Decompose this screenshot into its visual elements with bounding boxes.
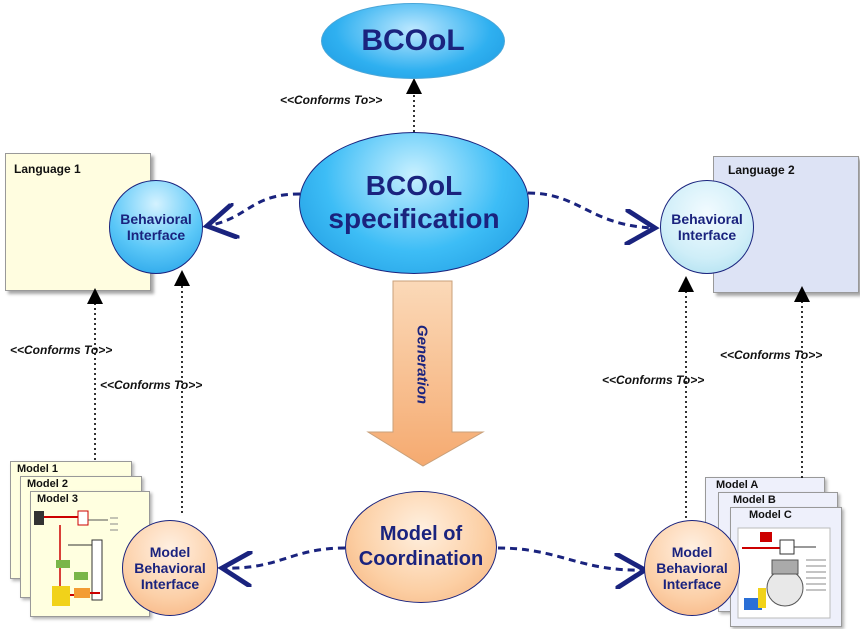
bi-right-line2: Interface xyxy=(677,227,737,243)
conforms-label-top: <<Conforms To>> xyxy=(280,93,383,107)
generation-label: Generation xyxy=(413,324,431,405)
model-1-title: Model 1 xyxy=(17,463,58,475)
model-a-title: Model A xyxy=(716,479,759,491)
mbi-right-line2: Behavioral xyxy=(656,560,728,576)
model-b-title: Model B xyxy=(733,494,776,506)
bcool-label: BCOoL xyxy=(361,24,465,57)
bcool-specification: BCOoL specification xyxy=(299,132,529,274)
conforms-label-right-bi: <<Conforms To>> xyxy=(602,373,705,387)
link-coord-to-mbi-right xyxy=(497,546,645,570)
model-c-title: Model C xyxy=(749,509,792,521)
link-spec-to-bi-left xyxy=(207,192,301,226)
language-1-behavioral-interface: Behavioral Interface xyxy=(109,180,203,274)
model-2-title: Model 2 xyxy=(27,478,68,490)
spec-line2: specification xyxy=(328,203,500,234)
bi-right-line1: Behavioral xyxy=(671,211,743,227)
generation-arrow xyxy=(366,280,485,467)
model-behavioral-interface-right: Model Behavioral Interface xyxy=(644,520,740,616)
spec-line1: BCOoL xyxy=(365,170,463,201)
conforms-label-left-bi: <<Conforms To>> xyxy=(100,378,203,392)
mbi-left-line3: Interface xyxy=(140,576,200,592)
model-3-title: Model 3 xyxy=(37,493,78,505)
model-behavioral-interface-left: Model Behavioral Interface xyxy=(122,520,218,616)
coord-line2: Coordination xyxy=(358,548,484,570)
link-spec-to-bi-right xyxy=(527,191,655,228)
link-coord-to-mbi-left xyxy=(222,546,346,568)
coord-line1: Model of xyxy=(379,523,463,545)
bi-left-line1: Behavioral xyxy=(120,211,192,227)
language-2-behavioral-interface: Behavioral Interface xyxy=(660,180,754,274)
model-c-sketch xyxy=(737,527,831,619)
conforms-label-left-lang: <<Conforms To>> xyxy=(10,343,113,357)
mbi-right-line1: Model xyxy=(671,544,713,560)
bcool-metamodel: BCOoL xyxy=(321,3,505,79)
bi-left-line2: Interface xyxy=(126,227,186,243)
mbi-left-line2: Behavioral xyxy=(134,560,206,576)
conforms-label-right-lang: <<Conforms To>> xyxy=(720,348,823,362)
model-of-coordination: Model of Coordination xyxy=(345,491,497,603)
language-2-title: Language 2 xyxy=(728,163,795,177)
language-1-title: Language 1 xyxy=(14,162,81,176)
model-3-sketch xyxy=(34,510,118,606)
mbi-left-line1: Model xyxy=(149,544,191,560)
mbi-right-line3: Interface xyxy=(662,576,722,592)
